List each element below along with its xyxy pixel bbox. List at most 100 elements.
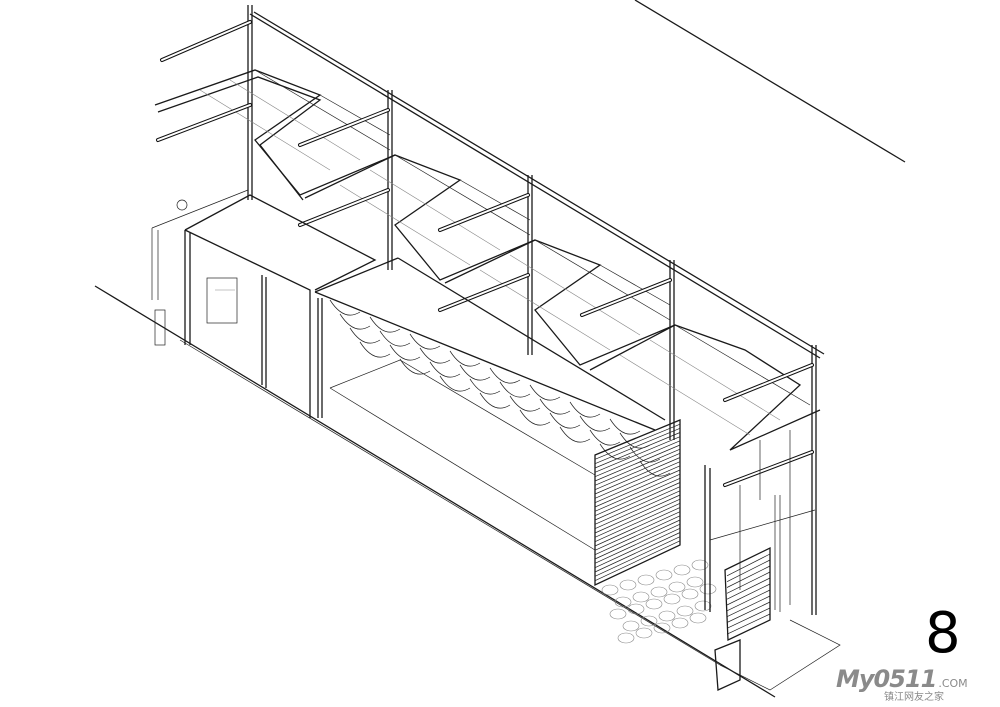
louver-slat — [594, 457, 681, 495]
louver-slat — [594, 482, 681, 521]
louver-slat — [726, 577, 771, 600]
canopy-scallop — [599, 443, 631, 460]
scalloped-canopy — [314, 257, 671, 477]
paving-tile — [609, 608, 627, 620]
paving-tile — [653, 622, 671, 634]
paving-tile — [637, 574, 655, 586]
louver-slat — [726, 589, 771, 612]
paving-tile — [632, 591, 650, 603]
left-room — [151, 189, 377, 418]
louver-slat — [594, 532, 681, 573]
louver-slat — [594, 503, 681, 542]
canopy-scallop — [429, 361, 461, 378]
louver-slat — [726, 595, 771, 617]
canopy-scallop — [419, 347, 451, 364]
canopy-scallop — [479, 392, 511, 409]
louver-slat — [594, 436, 681, 473]
canopy-scallop — [639, 460, 671, 477]
canopy-scallop — [339, 313, 371, 330]
louver-slat — [726, 607, 771, 629]
paving-tile — [640, 615, 658, 627]
paving-tile — [689, 612, 707, 624]
louver-slat — [594, 440, 681, 477]
louver-slat — [726, 601, 771, 623]
louver-slat — [594, 528, 681, 568]
louver-slat — [594, 444, 681, 482]
courtyard-floor — [329, 359, 596, 551]
roof-module-3 — [438, 193, 676, 366]
louver-slat — [594, 498, 681, 538]
louver-slat — [594, 536, 681, 577]
canopy-scallop — [469, 378, 501, 395]
louver-slat — [594, 515, 681, 555]
canopy-scallop — [619, 432, 651, 449]
canopy-scallop — [549, 412, 581, 429]
paving-tile — [655, 569, 673, 581]
canopy-scallop — [389, 344, 421, 361]
canopy-scallop — [349, 327, 381, 344]
watermark: My0511.COM 镇江网友之家 — [836, 666, 968, 704]
louver-slat — [594, 453, 681, 490]
paving-tile — [617, 632, 635, 644]
paving-tile — [601, 584, 619, 596]
paving-tile — [614, 596, 632, 608]
louver-slat — [594, 423, 681, 460]
louver-slat — [594, 486, 681, 525]
canopy-scallop — [529, 384, 561, 401]
roof-module-2 — [298, 108, 536, 281]
louver-slat — [594, 519, 681, 560]
canopy-scallop — [509, 395, 541, 412]
paving-tile — [645, 598, 663, 610]
louvered-wall — [594, 419, 771, 635]
glass-entrance — [704, 430, 816, 691]
paving-tile — [699, 583, 717, 595]
paving-tile — [619, 579, 637, 591]
roof-module-4 — [580, 278, 821, 487]
canopy-scallop — [609, 418, 641, 435]
paving-tile — [671, 617, 689, 629]
canopy-scallop — [589, 429, 621, 446]
canopy-scallop — [359, 341, 391, 358]
louver-slat — [726, 583, 771, 606]
paving-tile — [686, 576, 704, 588]
louver-slat — [726, 613, 771, 635]
louver-slat — [594, 494, 681, 534]
louver-slat — [594, 523, 681, 564]
louver-slat — [726, 565, 771, 588]
drawing-number: 8 — [925, 601, 961, 666]
canopy-scallop — [449, 350, 481, 367]
canopy-scallop — [379, 330, 411, 347]
canopy-scallop — [459, 364, 491, 381]
canopy-scallop — [439, 375, 471, 392]
louver-slat — [594, 507, 681, 547]
ground-lines — [94, 0, 906, 698]
canopy-scallop — [559, 426, 591, 443]
canopy-scallop — [499, 381, 531, 398]
paving-tile — [694, 600, 712, 612]
louver-slat — [594, 465, 681, 503]
watermark-line: My0511.COM — [836, 666, 968, 692]
paving-tile — [676, 605, 694, 617]
paving-tile — [622, 620, 640, 632]
louver-slat — [594, 490, 681, 529]
paving-tile — [635, 627, 653, 639]
louver-slat — [726, 571, 771, 594]
louver-slat — [726, 559, 771, 582]
paving-tile — [673, 564, 691, 576]
hexagonal-paving — [601, 559, 717, 644]
louver-slat — [594, 432, 681, 469]
paving-tile — [627, 603, 645, 615]
louver-slat — [594, 511, 681, 551]
canopy-scallop — [399, 358, 431, 375]
canopy-scallop — [409, 333, 441, 350]
canopy-scallop — [579, 415, 611, 432]
louver-slat — [594, 461, 681, 499]
canopy-scallop — [329, 299, 361, 316]
louver-slat — [594, 473, 681, 512]
paving-tile — [650, 586, 668, 598]
watermark-domain: .COM — [938, 677, 968, 690]
paving-tile — [668, 581, 686, 593]
paving-tile — [691, 559, 709, 571]
